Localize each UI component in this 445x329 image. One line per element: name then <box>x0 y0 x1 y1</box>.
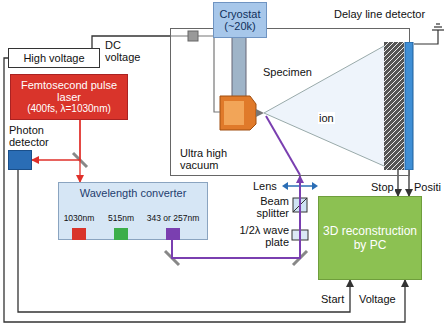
ion-path <box>264 113 384 166</box>
part-label: Lens <box>252 180 278 192</box>
output-port <box>72 228 86 240</box>
cryostat-box: Cryostat (~20k) <box>213 2 267 38</box>
delay-line-anode <box>405 42 413 170</box>
laser-beam <box>266 116 300 175</box>
ground-bar <box>432 29 444 30</box>
dc-wire <box>170 36 220 112</box>
node-text: High voltage <box>23 52 84 64</box>
vacuum-chamber: Ultra high vacuumDelay line detector <box>170 28 410 176</box>
node-text: (400fs, λ=1030nm) <box>27 103 111 115</box>
delay-line-detector: Delay line detector <box>384 42 414 170</box>
connector <box>397 170 398 196</box>
ion-flight-region <box>264 46 384 166</box>
node-text: Delay line detector <box>334 8 425 20</box>
node-text: Wavelength converter <box>59 187 207 199</box>
wavelength-converter: Wavelength converter1030nm515nm343 or 25… <box>58 182 208 240</box>
node-text: Ultra high vacuum <box>180 147 246 171</box>
cryostat-stem <box>232 36 246 98</box>
node-text: Photon detector <box>9 124 57 148</box>
ground-symbol <box>414 24 444 44</box>
part-label: ion <box>318 112 335 124</box>
edge-label: Stop <box>370 181 395 193</box>
mcp-hatching <box>384 42 404 170</box>
specimen-holder <box>220 96 256 130</box>
laser-box: Femtosecond pulse laser(400fs, λ=1030nm) <box>10 74 128 120</box>
high-voltage-box: High voltage <box>8 48 100 68</box>
node-text: 343 or 257nm <box>133 213 213 223</box>
lens-head <box>282 182 288 190</box>
part-label: Beam splitter <box>236 195 290 219</box>
part-label: 1/2λ wave plate <box>226 224 290 248</box>
edge-label: DC voltage <box>104 39 150 63</box>
node-text: Cryostat (~20k) <box>217 8 263 32</box>
ground-bar <box>434 26 442 27</box>
feedthrough <box>188 31 198 41</box>
mcp-stack <box>384 42 404 170</box>
edge-label: Start <box>320 293 345 305</box>
output-port <box>114 228 128 240</box>
node-text: 1030nm <box>39 213 119 223</box>
photon-detector: Photon detector <box>8 150 32 170</box>
edge-label: Voltage <box>358 293 397 305</box>
ion-cone <box>264 46 384 166</box>
ion-path <box>264 46 384 113</box>
ground-bar <box>436 23 440 24</box>
output-port <box>166 228 180 240</box>
edge-label: Positi <box>413 181 442 193</box>
specimen-tip <box>256 109 264 117</box>
node-text: 3D reconstruction by PC <box>322 224 418 252</box>
connector <box>4 58 405 322</box>
lens-head <box>312 182 318 190</box>
connector <box>18 170 350 312</box>
ground-wire <box>414 30 438 44</box>
detector-plate <box>384 42 416 170</box>
specimen-holder-face <box>224 101 244 125</box>
pc-box: 3D reconstruction by PC <box>318 196 422 280</box>
node-text: Femtosecond pulse laser <box>14 79 124 103</box>
part-label: Specimen <box>262 66 313 78</box>
